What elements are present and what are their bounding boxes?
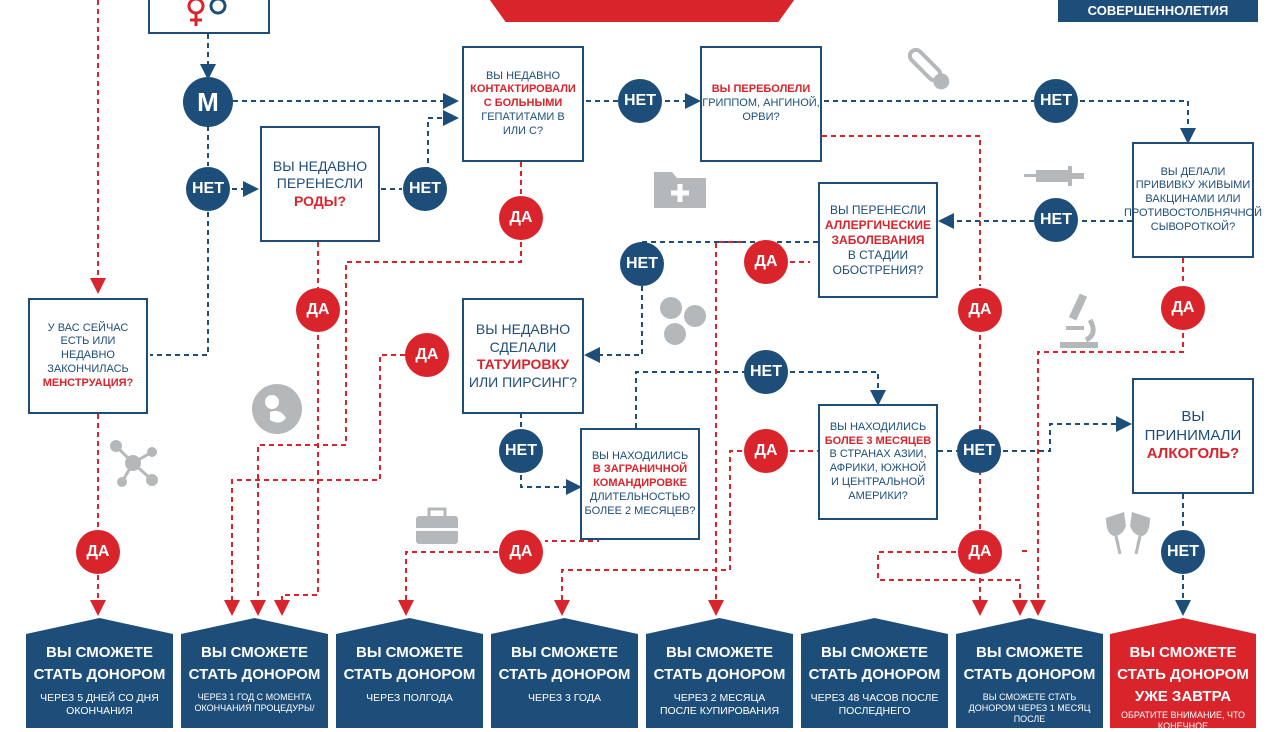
circle-yes: ДА <box>744 240 788 284</box>
outcome-tomorrow: ВЫ СМОЖЕТЕ СТАТЬ ДОНОРОМ УЖЕ ЗАВТРА ОБРА… <box>1110 618 1256 728</box>
circle-no: НЕТ <box>957 429 1001 473</box>
circle-no: НЕТ <box>1034 198 1078 242</box>
circle-no: НЕТ <box>186 167 230 211</box>
baby-icon <box>252 384 302 434</box>
question-contact-hepatitis: ВЫ НЕДАВНО КОНТАКТИРОВАЛИ С БОЛЬНЫМИ ГЕП… <box>462 46 584 162</box>
circle-male: М <box>183 77 233 127</box>
wine-glasses-icon <box>1106 512 1150 555</box>
question-trip: ВЫ НАХОДИЛИСЬ В ЗАГРАНИЧНОЙ КОМАНДИРОВКЕ… <box>580 428 700 540</box>
microscope-icon <box>1060 293 1098 348</box>
outcome-2-months: ВЫ СМОЖЕТЕ СТАТЬ ДОНОРОМ ЧЕРЕЗ 2 МЕСЯЦА … <box>646 618 793 728</box>
question-countries: ВЫ НАХОДИЛИСЬ БОЛЕЕ 3 МЕСЯЦЕВ В СТРАНАХ … <box>818 404 938 520</box>
top-right-label: СОВЕРШЕННОЛЕТИЯ <box>1087 3 1229 18</box>
circle-no: НЕТ <box>1034 79 1078 123</box>
question-allergy: ВЫ ПЕРЕНЕСЛИ АЛЛЕРГИЧЕСКИЕ ЗАБОЛЕВАНИЯ В… <box>818 182 938 298</box>
question-menstruation: У ВАС СЕЙЧАС ЕСТЬ ИЛИ НЕДАВНО ЗАКОНЧИЛАС… <box>28 298 148 414</box>
outcome-3-years: ВЫ СМОЖЕТЕ СТАТЬ ДОНОРОМ ЧЕРЕЗ 3 ГОДА <box>491 618 638 728</box>
question-vaccine: ВЫ ДЕЛАЛИ ПРИВИВКУ ЖИВЫМИ ВАКЦИНАМИ ИЛИ … <box>1124 142 1262 258</box>
gender-box <box>148 0 270 34</box>
question-tattoo: ВЫ НЕДАВНО СДЕЛАЛИ ТАТУИРОВКУ ИЛИ ПИРСИН… <box>462 298 584 414</box>
top-title-banner <box>487 0 797 22</box>
circle-no: НЕТ <box>620 242 664 286</box>
outcome-1-year: ВЫ СМОЖЕТЕ СТАТЬ ДОНОРОМ ЧЕРЕЗ 1 ГОД С М… <box>181 618 328 728</box>
circle-yes: ДА <box>76 530 120 574</box>
circle-yes: ДА <box>296 288 340 332</box>
circle-no: НЕТ <box>744 350 788 394</box>
gender-icon <box>187 0 227 26</box>
outcome-48-hours: ВЫ СМОЖЕТЕ СТАТЬ ДОНОРОМ ЧЕРЕЗ 48 ЧАСОВ … <box>801 618 948 728</box>
circle-yes: ДА <box>405 333 449 377</box>
circle-yes: ДА <box>499 196 543 240</box>
circle-yes: ДА <box>958 288 1002 332</box>
circle-yes: ДА <box>1161 286 1205 330</box>
top-right-banner: СОВЕРШЕННОЛЕТИЯ <box>1058 0 1258 22</box>
molecule-icon <box>110 440 158 487</box>
circle-no: НЕТ <box>618 79 662 123</box>
outcome-half-year: ВЫ СМОЖЕТЕ СТАТЬ ДОНОРОМ ЧЕРЕЗ ПОЛГОДА <box>336 618 483 728</box>
question-alcohol: ВЫ ПРИНИМАЛИ АЛКОГОЛЬ? <box>1132 378 1254 494</box>
circle-yes: ДА <box>744 429 788 473</box>
outcome-5-days: ВЫ СМОЖЕТЕ СТАТЬ ДОНОРОМ ЧЕРЕЗ 5 ДНЕЙ СО… <box>26 618 173 728</box>
pills-icon <box>660 297 706 345</box>
outcome-1-month: ВЫ СМОЖЕТЕ СТАТЬ ДОНОРОМ ВЫ СМОЖЕТЕ СТАТ… <box>956 618 1103 728</box>
circle-yes: ДА <box>958 530 1002 574</box>
briefcase-icon <box>416 507 458 544</box>
circle-yes: ДА <box>499 530 543 574</box>
question-birth: ВЫ НЕДАВНО ПЕРЕНЕСЛИ РОДЫ? <box>260 126 380 242</box>
circle-no: НЕТ <box>1161 530 1205 574</box>
syringe-icon <box>1024 166 1084 186</box>
medical-folder-icon <box>654 172 706 208</box>
question-flu: ВЫ ПЕРЕБОЛЕЛИ ГРИППОМ, АНГИНОЙ, ОРВИ? <box>700 46 822 162</box>
circle-no: НЕТ <box>403 167 447 211</box>
thermometer-icon <box>907 47 950 90</box>
circle-no: НЕТ <box>499 429 543 473</box>
